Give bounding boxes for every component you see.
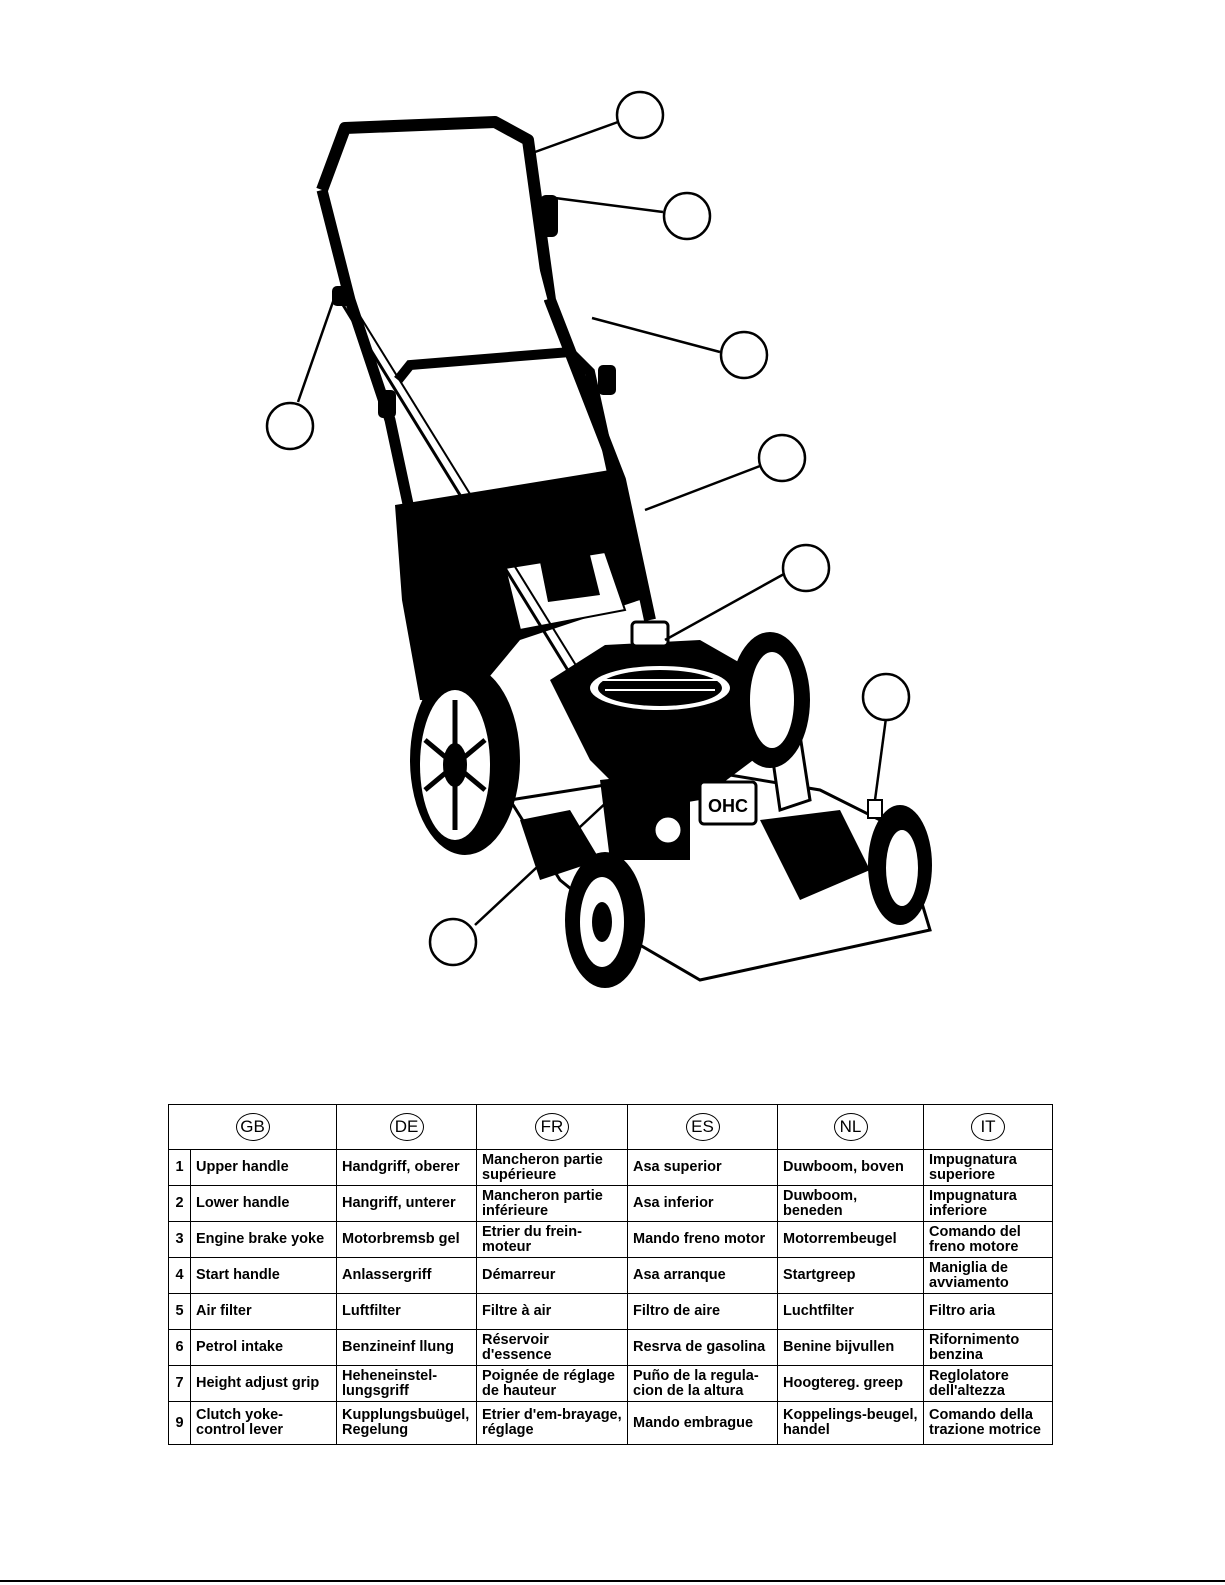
part-name-gb: Engine brake yoke bbox=[190, 1221, 337, 1258]
language-badge-nl: NL bbox=[833, 1113, 868, 1141]
part-name-fr: Démarreur bbox=[476, 1257, 628, 1294]
part-number: 4 bbox=[168, 1257, 191, 1294]
part-name-nl: Benine bijvullen bbox=[777, 1329, 924, 1366]
part-name-it: Comando del freno motore bbox=[923, 1221, 1053, 1258]
language-header-row: GB DE FR ES NL IT bbox=[168, 1104, 1053, 1150]
part-name-nl: Koppelings-beugel, handel bbox=[777, 1401, 924, 1445]
language-badge-gb: GB bbox=[235, 1113, 270, 1141]
part-name-nl: Hoogtereg. greep bbox=[777, 1365, 924, 1402]
callout-circle bbox=[757, 433, 807, 483]
part-number: 6 bbox=[168, 1329, 191, 1366]
part-number: 7 bbox=[168, 1365, 191, 1402]
part-name-it: Comando della trazione motrice bbox=[923, 1401, 1053, 1445]
callout-circle bbox=[615, 90, 665, 140]
svg-text:OHC: OHC bbox=[708, 796, 748, 816]
part-name-gb: Start handle bbox=[190, 1257, 337, 1294]
part-name-it: Reglolatore dell'altezza bbox=[923, 1365, 1053, 1402]
part-name-de: Motorbremsb gel bbox=[336, 1221, 477, 1258]
part-name-es: Asa superior bbox=[627, 1149, 778, 1186]
lawnmower-illustration: OHC bbox=[265, 90, 932, 988]
part-name-fr: Filtre à air bbox=[476, 1293, 628, 1330]
part-name-nl: Luchtfilter bbox=[777, 1293, 924, 1330]
part-number: 9 bbox=[168, 1401, 191, 1445]
part-name-nl: Motorrembeugel bbox=[777, 1221, 924, 1258]
callout-circle bbox=[861, 672, 911, 722]
callout-circle bbox=[265, 401, 315, 451]
part-name-es: Asa arranque bbox=[627, 1257, 778, 1294]
part-name-fr: Mancheron partie inférieure bbox=[476, 1185, 628, 1222]
part-name-gb: Upper handle bbox=[190, 1149, 337, 1186]
part-name-de: Hangriff, unterer bbox=[336, 1185, 477, 1222]
part-name-de: Kupplungsbuügel, Regelung bbox=[336, 1401, 477, 1445]
part-name-fr: Etrier d'em-brayage, réglage bbox=[476, 1401, 628, 1445]
part-name-gb: Height adjust grip bbox=[190, 1365, 337, 1402]
part-name-nl: Startgreep bbox=[777, 1257, 924, 1294]
part-name-it: Impugnatura inferiore bbox=[923, 1185, 1053, 1222]
part-number: 5 bbox=[168, 1293, 191, 1330]
part-name-it: Impugnatura superiore bbox=[923, 1149, 1053, 1186]
callout-circle bbox=[719, 330, 769, 380]
part-name-es: Mando freno motor bbox=[627, 1221, 778, 1258]
part-number: 1 bbox=[168, 1149, 191, 1186]
part-name-it: Maniglia de avviamento bbox=[923, 1257, 1053, 1294]
callout-circle bbox=[662, 191, 712, 241]
part-name-gb: Petrol intake bbox=[190, 1329, 337, 1366]
part-name-es: Filtro de aire bbox=[627, 1293, 778, 1330]
part-name-gb: Clutch yoke-control lever bbox=[190, 1401, 337, 1445]
lower-handle bbox=[394, 346, 645, 602]
part-name-de: Luftfilter bbox=[336, 1293, 477, 1330]
part-name-it: Rifornimento benzina bbox=[923, 1329, 1053, 1366]
part-name-es: Asa inferior bbox=[627, 1185, 778, 1222]
part-name-gb: Lower handle bbox=[190, 1185, 337, 1222]
part-name-fr: Etrier du frein-moteur bbox=[476, 1221, 628, 1258]
part-name-es: Mando embrague bbox=[627, 1401, 778, 1445]
callout-circle bbox=[428, 917, 478, 967]
part-name-nl: Duwboom, beneden bbox=[777, 1185, 924, 1222]
language-badge-es: ES bbox=[685, 1113, 720, 1141]
language-badge-de: DE bbox=[389, 1113, 424, 1141]
part-name-it: Filtro aria bbox=[923, 1293, 1053, 1330]
part-name-fr: Réservoir d'essence bbox=[476, 1329, 628, 1366]
part-name-gb: Air filter bbox=[190, 1293, 337, 1330]
part-number: 3 bbox=[168, 1221, 191, 1258]
part-name-de: Handgriff, oberer bbox=[336, 1149, 477, 1186]
part-name-es: Puño de la regula-cion de la altura bbox=[627, 1365, 778, 1402]
language-badge-it: IT bbox=[971, 1113, 1005, 1141]
bottom-rule bbox=[0, 1580, 1225, 1582]
part-name-de: Benzineinf llung bbox=[336, 1329, 477, 1366]
part-name-es: Resrva de gasolina bbox=[627, 1329, 778, 1366]
upper-handle bbox=[316, 116, 656, 622]
part-name-fr: Poignée de réglage de hauteur bbox=[476, 1365, 628, 1402]
part-name-fr: Mancheron partie supérieure bbox=[476, 1149, 628, 1186]
part-name-de: Heheneinstel-lungsgriff bbox=[336, 1365, 477, 1402]
language-badge-fr: FR bbox=[535, 1113, 569, 1141]
part-name-de: Anlassergriff bbox=[336, 1257, 477, 1294]
part-name-nl: Duwboom, boven bbox=[777, 1149, 924, 1186]
callout-circle bbox=[781, 543, 831, 593]
part-number: 2 bbox=[168, 1185, 191, 1222]
